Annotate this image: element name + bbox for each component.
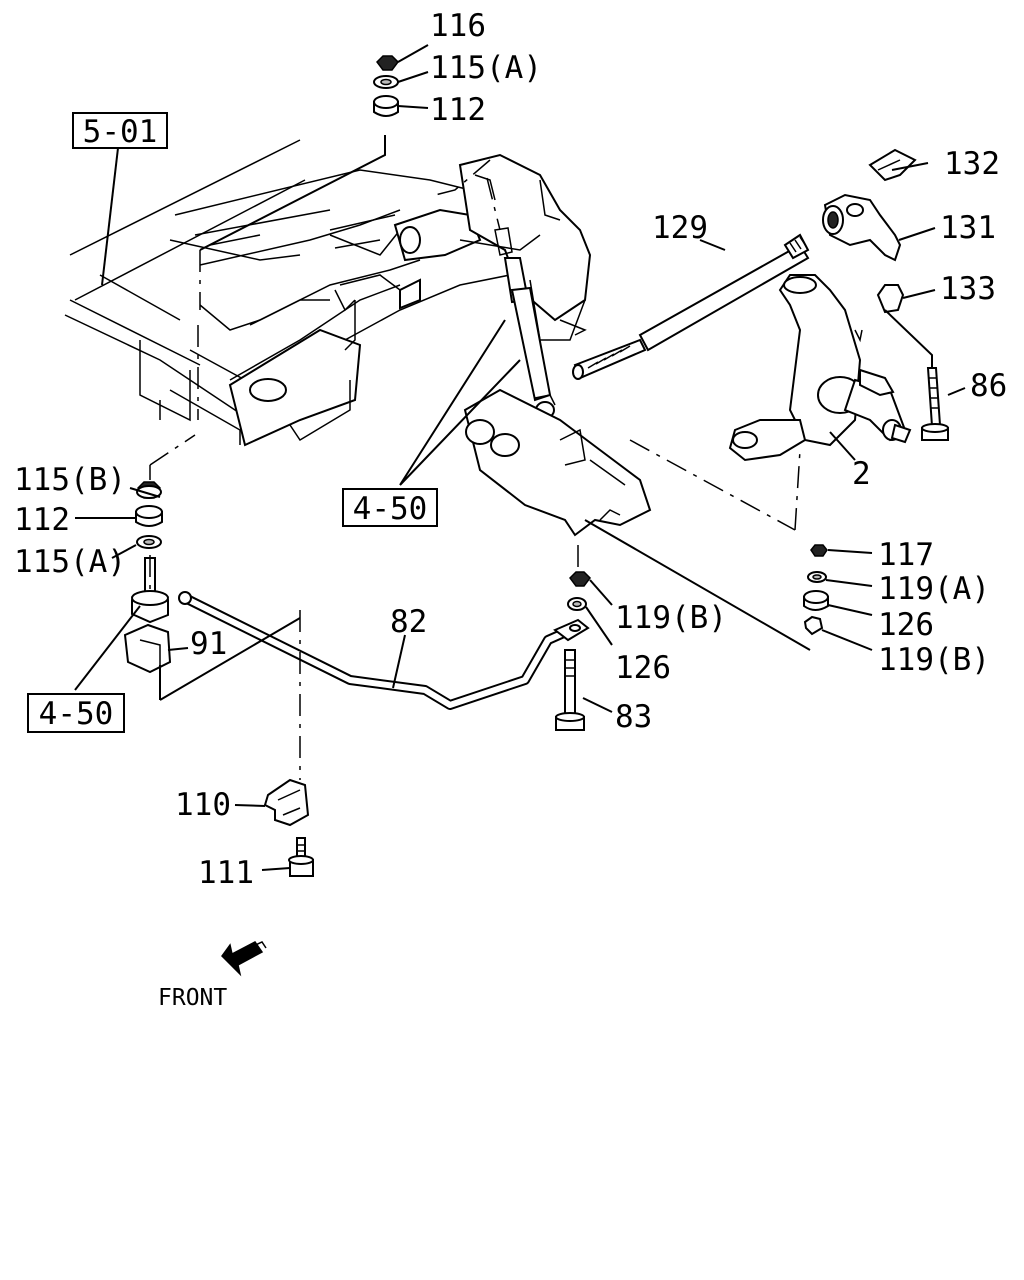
front-arrow-icon [221, 941, 267, 977]
callout-133: 133 [940, 271, 996, 307]
ref-box-4-50-left[interactable]: 4-50 [27, 693, 125, 733]
center-lines [149, 159, 801, 780]
part-131-bracket [822, 193, 902, 262]
ref-4-50-center-text: 4-50 [353, 491, 428, 527]
mid-fastener-stack [567, 571, 591, 611]
callout-86: 86 [970, 368, 1007, 404]
callout-91: 91 [190, 626, 227, 662]
callout-117: 117 [878, 537, 934, 573]
callout-numbers: 116 115(A) 112 132 129 131 133 86 2 115(… [14, 8, 1007, 891]
callout-110: 110 [175, 787, 231, 823]
ref-box-4-50-center[interactable]: 4-50 [342, 488, 438, 527]
callout-112-left: 112 [14, 502, 70, 538]
torsion-bar [572, 233, 810, 380]
left-fastener-stack [135, 481, 163, 549]
shock-absorber [494, 227, 556, 419]
steering-knuckle [728, 274, 912, 462]
part-83-bolt [555, 649, 585, 731]
callout-116: 116 [430, 8, 486, 44]
stabilizer-bar [178, 591, 590, 710]
callout-115a-top: 115(A) [430, 50, 542, 86]
part-86-bolt [921, 367, 949, 441]
callout-126-right: 126 [878, 607, 934, 643]
front-label: FRONT [158, 985, 227, 1011]
part-132-plate [868, 148, 917, 182]
stabilizer-link-bracket [123, 557, 172, 674]
callout-111: 111 [198, 855, 254, 891]
right-fastener-stack [803, 544, 829, 636]
part-110-clamp [263, 778, 310, 827]
ref-box-5-01[interactable]: 5-01 [72, 112, 168, 150]
top-fastener-stack [373, 55, 399, 117]
callout-115b: 115(B) [14, 462, 126, 498]
lower-control-arm [463, 388, 652, 537]
callout-83: 83 [615, 699, 652, 735]
leader-lines [74, 44, 966, 871]
part-133-cap [876, 284, 905, 314]
callout-119a: 119(A) [878, 571, 990, 607]
callout-112-top: 112 [430, 92, 486, 128]
ref-5-01-text: 5-01 [83, 114, 158, 150]
ref-4-50-left-text: 4-50 [39, 696, 114, 732]
part-111-bolt [288, 837, 314, 877]
callout-126-mid: 126 [615, 650, 671, 686]
callout-2: 2 [852, 456, 871, 492]
callout-82: 82 [390, 604, 427, 640]
callout-129: 129 [652, 210, 708, 246]
callout-119b-mid: 119(B) [615, 600, 727, 636]
callout-119b-right: 119(B) [878, 642, 990, 678]
callout-132: 132 [944, 146, 1000, 182]
callout-131: 131 [940, 210, 996, 246]
callout-115a-left: 115(A) [14, 544, 126, 580]
